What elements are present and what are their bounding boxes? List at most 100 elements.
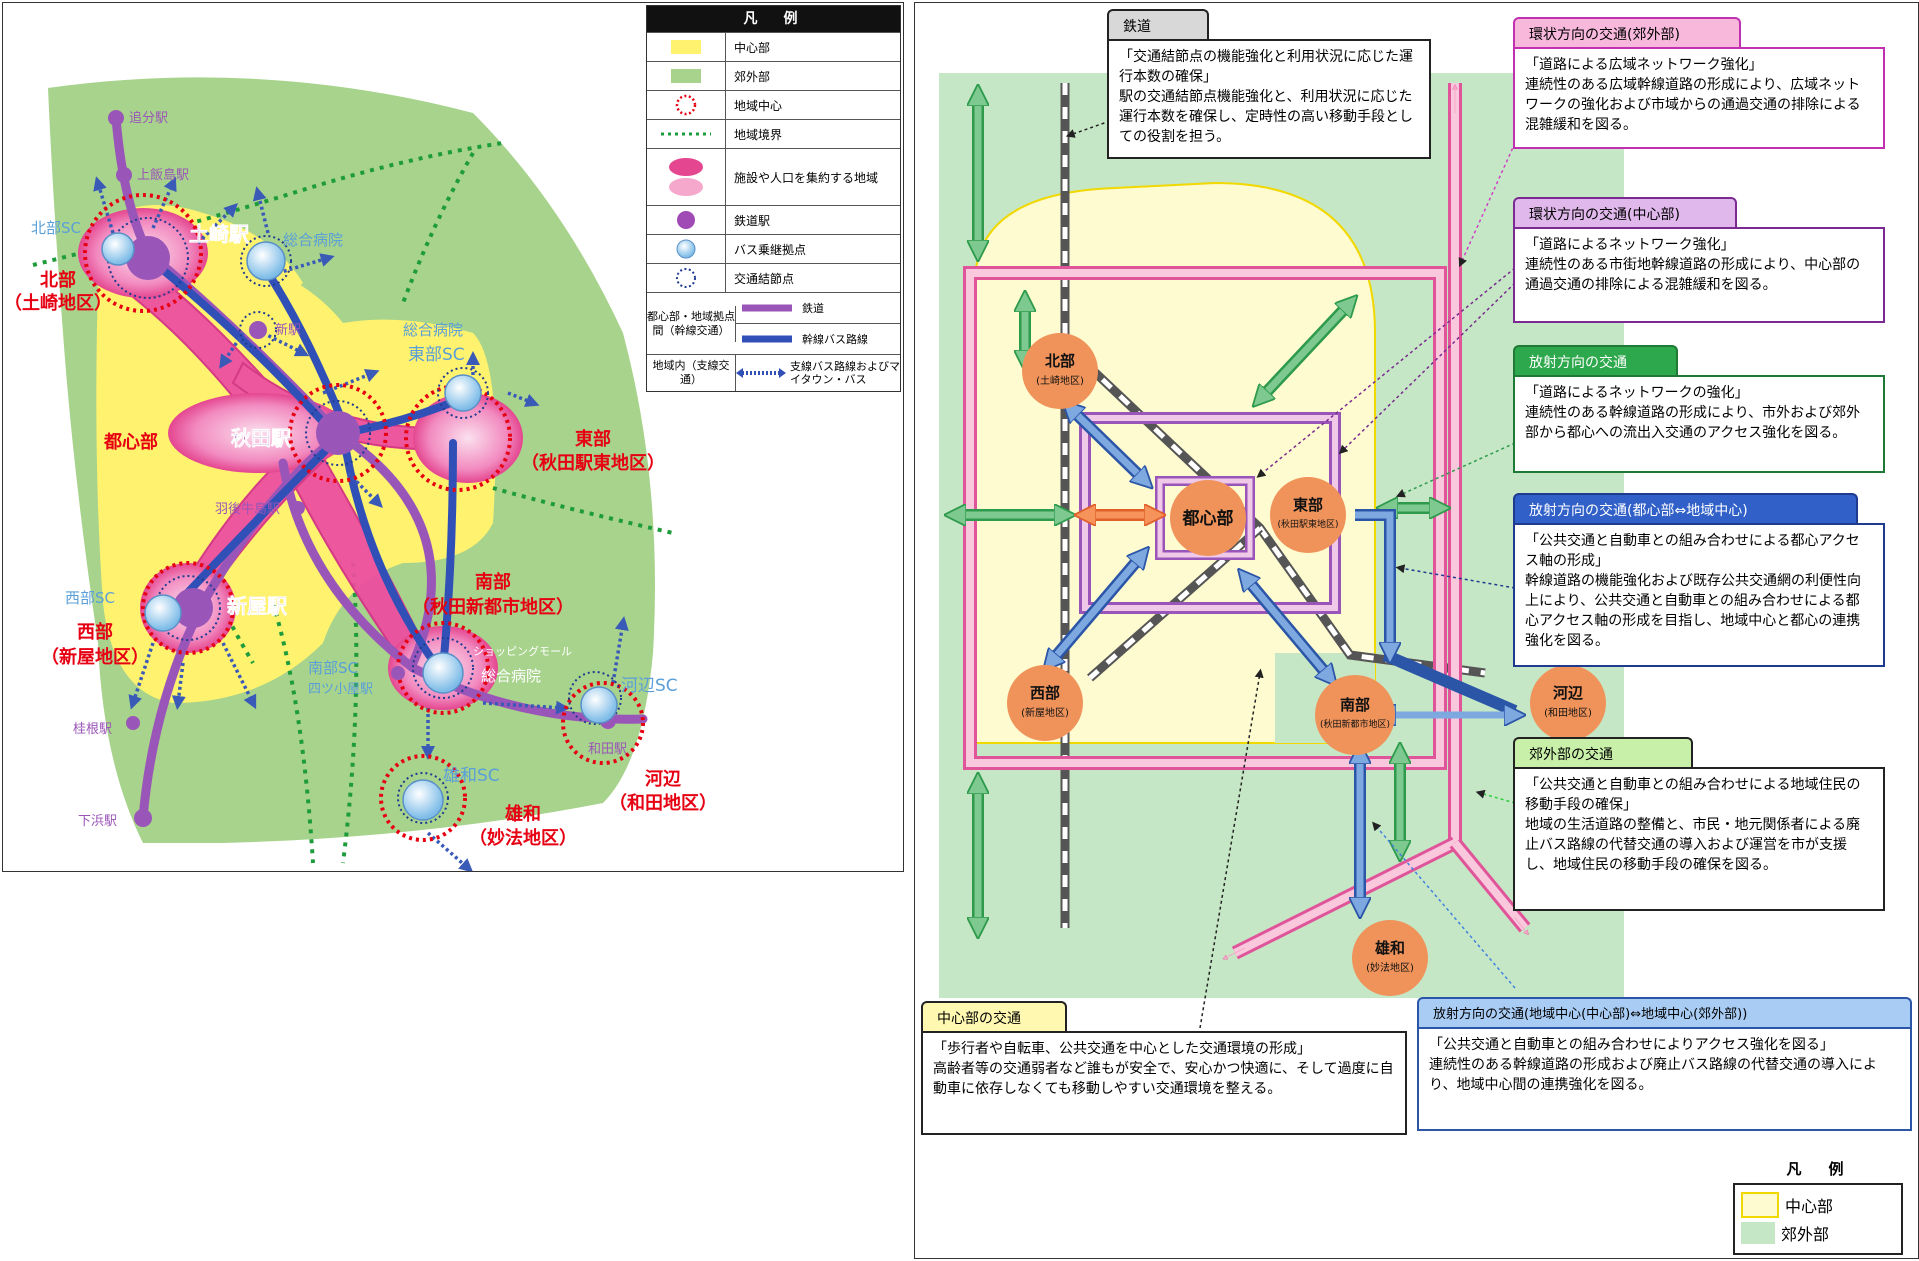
callout-suburban: 「公共交通と自動車との組み合わせによる地域住民の移動手段の確保」 地域の生活道路… bbox=[1513, 767, 1885, 911]
center-concentration bbox=[168, 393, 348, 473]
legend-row-trunk: 都心部・地域拠点間（幹線交通） 鉄道 幹線バス路線 bbox=[647, 292, 900, 354]
node-east: 東部 bbox=[1293, 496, 1323, 514]
concept-map: 追分駅 上飯島駅 新駅 羽後牛島駅 四ツ小屋駅 桂根駅 下浜駅 和田駅 土崎駅 … bbox=[4, 77, 717, 871]
node-kawabe: 河辺 bbox=[1553, 684, 1584, 702]
left-legend-title: 凡 例 bbox=[647, 6, 900, 32]
station-label-oiwake: 追分駅 bbox=[129, 110, 168, 126]
radial-arrows-fill bbox=[955, 95, 1440, 928]
node-kawabe-sub: (和田地区) bbox=[1544, 706, 1592, 719]
facility-label-kawabe-sc: 河辺SC bbox=[621, 676, 678, 696]
node-yuwa: 雄和 bbox=[1374, 939, 1405, 957]
node-south: 南部 bbox=[1340, 696, 1370, 714]
callout-rail: 「交通結節点の機能強化と利用状況に応じた運行本数の確保」 駅の交通結節点機能強化… bbox=[1107, 39, 1431, 159]
district-label-north-sub: （土崎地区） bbox=[4, 292, 112, 314]
legend-row-feeder: 地域内（支線交通） 支線バス路線およびマイタウン・バス bbox=[647, 354, 900, 391]
outer-ring-arrow-se bbox=[1514, 917, 1527, 933]
station-label-shin: 新駅 bbox=[275, 322, 301, 338]
left-map-panel: 追分駅 上飯島駅 新駅 羽後牛島駅 四ツ小屋駅 桂根駅 下浜駅 和田駅 土崎駅 … bbox=[2, 2, 904, 872]
node-north: 北部 bbox=[1045, 352, 1075, 370]
node-east-sub: (秋田駅東地区) bbox=[1277, 518, 1338, 530]
legend-row-central: 中心部 bbox=[647, 32, 900, 61]
node-west-sub: (新屋地区) bbox=[1021, 706, 1069, 719]
district-label-kawabe-sub: （和田地区） bbox=[609, 792, 717, 814]
network-diagram: 都心部 北部 (土崎地区) 東部 (秋田駅東地区) 西部 (新屋地区) 南部 (… bbox=[939, 73, 1624, 1029]
facility-label-east-sc: 東部SC bbox=[408, 345, 465, 365]
district-label-north: 北部 bbox=[40, 269, 76, 291]
trunk-bus-icon bbox=[742, 335, 792, 343]
legend-row-concentration: 施設や人口を集約する地域 bbox=[647, 148, 900, 205]
station-label-tsuchizaki: 土崎駅 bbox=[189, 222, 249, 246]
left-legend: 凡 例 中心部 郊外部 地域中心 地域境界 施設や人口を集約する地域 鉄道駅 バ… bbox=[646, 5, 901, 392]
station-label-wada: 和田駅 bbox=[588, 742, 627, 757]
station-icon bbox=[677, 211, 695, 229]
facility-label-yuwa-sc: 雄和SC bbox=[443, 766, 500, 786]
district-label-south: 南部 bbox=[475, 571, 511, 593]
boundary-icon bbox=[661, 132, 711, 136]
right-legend-central: 中心部 bbox=[1741, 1191, 1895, 1219]
callout-ring-outer: 「道路による広域ネットワーク強化」 連続性のある広域幹線道路の形成により、広域ネ… bbox=[1513, 47, 1885, 149]
station-label-katsurane: 桂根駅 bbox=[73, 722, 112, 737]
railway-station bbox=[108, 110, 616, 827]
callout-pointers bbox=[1065, 120, 1516, 1029]
node-center: 都心部 bbox=[1182, 508, 1234, 529]
callout-radial-regional: 「公共交通と自動車との組み合わせによりアクセス強化を図る」 連続性のある幹線道路… bbox=[1417, 1027, 1912, 1131]
right-legend-suburban: 郊外部 bbox=[1741, 1219, 1895, 1247]
callout-ring-center: 「道路によるネットワーク強化」 連続性のある市街地幹線道路の形成により、中心部の… bbox=[1513, 227, 1885, 323]
node-icon bbox=[676, 268, 696, 288]
facility-label-hospital-south: 総合病院 bbox=[481, 667, 541, 685]
callout-tab-rail: 鉄道 bbox=[1107, 9, 1209, 41]
callout-tab-ring-outer: 環状方向の交通(郊外部) bbox=[1513, 17, 1741, 49]
bus-hub-icon bbox=[676, 239, 696, 259]
rail-line-icon bbox=[742, 304, 792, 312]
callout-central: 「歩行者や自転車、公共交通を中心とした交通環境の形成」 高齢者等の交通弱者など誰… bbox=[921, 1031, 1407, 1135]
district-label-east: 東部 bbox=[575, 428, 611, 450]
feeder-bus-icon bbox=[736, 368, 786, 378]
station-label-kamiiijima: 上飯島駅 bbox=[137, 168, 189, 183]
node-west: 西部 bbox=[1030, 684, 1060, 702]
station-label-yotsuoya: 四ツ小屋駅 bbox=[308, 682, 373, 697]
node-north-sub: (土崎地区) bbox=[1036, 374, 1084, 387]
legend-row-suburban: 郊外部 bbox=[647, 61, 900, 90]
node-yuwa-sub: (妙法地区) bbox=[1366, 961, 1414, 974]
callout-radial-center: 「公共交通と自動車との組み合わせによる都心アクセス軸の形成」 幹線道路の機能強化… bbox=[1513, 523, 1885, 667]
district-label-yuwa: 雄和 bbox=[504, 803, 541, 825]
facility-label-north-sc: 北部SC bbox=[31, 219, 81, 237]
legend-row-node: 交通結節点 bbox=[647, 263, 900, 292]
right-legend: 凡 例 中心部 郊外部 bbox=[1733, 1158, 1903, 1255]
station-label-araya: 新屋駅 bbox=[227, 594, 287, 618]
callout-radial: 「道路によるネットワークの強化」 連続性のある幹線道路の形成により、市外および郊… bbox=[1513, 375, 1885, 473]
district-label-kawabe: 河辺 bbox=[645, 769, 681, 790]
facility-label-hospital-north: 総合病院 bbox=[283, 231, 343, 249]
legend-row-regional-center: 地域中心 bbox=[647, 90, 900, 119]
legend-row-boundary: 地域境界 bbox=[647, 119, 900, 148]
callout-tab-radial-regional: 放射方向の交通(地域中心(中心部)⇔地域中心(郊外部)) bbox=[1417, 997, 1912, 1029]
legend-row-station: 鉄道駅 bbox=[647, 205, 900, 234]
callout-tab-radial-center: 放射方向の交通(都心部⇔地域中心) bbox=[1513, 493, 1858, 525]
facility-label-south-sc: 南部SC bbox=[308, 659, 358, 677]
callout-tab-central: 中心部の交通 bbox=[921, 1001, 1067, 1033]
district-label-east-sub: （秋田駅東地区） bbox=[521, 452, 665, 474]
transit-arrows-fill bbox=[1050, 408, 1515, 908]
station-label-ugoushijima: 羽後牛島駅 bbox=[215, 502, 280, 517]
node-south-sub: (秋田新都市地区) bbox=[1320, 718, 1390, 730]
district-label-west-sub: （新屋地区） bbox=[41, 646, 149, 668]
outer-ring-arrow-sw bbox=[1225, 947, 1246, 958]
district-label-south-sub: （秋田新都市地区） bbox=[412, 596, 574, 618]
callout-tab-suburban: 郊外部の交通 bbox=[1513, 737, 1693, 769]
right-diagram-panel: 都心部 北部 (土崎地区) 東部 (秋田駅東地区) 西部 (新屋地区) 南部 (… bbox=[914, 2, 1919, 1259]
diagram-nodes bbox=[1007, 333, 1606, 996]
callout-tab-ring-center: 環状方向の交通(中心部) bbox=[1513, 197, 1737, 229]
concentration-icon bbox=[669, 158, 703, 196]
facility-label-west-sc: 西部SC bbox=[65, 589, 115, 607]
district-label-west: 西部 bbox=[77, 621, 113, 643]
district-label-yuwa-sub: （妙法地区） bbox=[469, 827, 577, 849]
legend-row-bus-hub: バス乗継拠点 bbox=[647, 234, 900, 263]
facility-label-hospital-east: 総合病院 bbox=[403, 321, 463, 339]
facility-label-shopping-mall: ショッピングモール bbox=[473, 644, 572, 658]
callout-tab-radial: 放射方向の交通 bbox=[1513, 345, 1678, 377]
bus-hub bbox=[101, 232, 618, 821]
station-label-akita: 秋田駅 bbox=[231, 426, 291, 450]
district-label-center: 都心部 bbox=[103, 431, 158, 453]
east-concentration bbox=[413, 393, 523, 483]
regional-center-icon bbox=[675, 94, 697, 116]
